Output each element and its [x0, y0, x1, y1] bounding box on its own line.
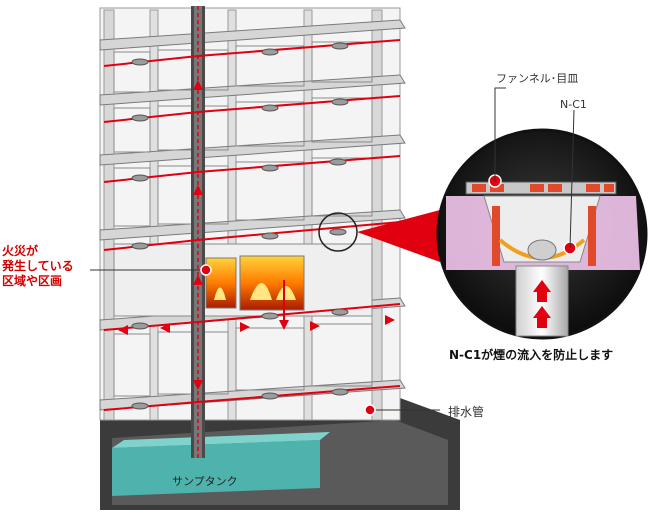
fire-area-line-1: 火災が: [2, 244, 39, 258]
sump-tank: [112, 432, 330, 496]
magnifier: [436, 128, 648, 340]
fire-room: [113, 243, 373, 317]
smoke-arrows: [118, 80, 395, 390]
drain-pipe-label: 排水管: [448, 405, 485, 419]
rooms: [113, 41, 373, 397]
leader-lines: [90, 87, 575, 411]
fire-pointer-dot: [200, 264, 212, 276]
pipe-pointer-dot: [364, 404, 376, 416]
stack-pipe: [191, 6, 205, 458]
funnel-label: ファンネル･目皿: [496, 72, 579, 85]
fire-area-line-2: 発生している: [2, 259, 74, 273]
nc1-caption: N-C1が煙の流入を防止します: [449, 348, 614, 362]
nc1-label: N-C1: [560, 98, 587, 111]
fire-area-label: 火災が 発生している 区域や区画: [2, 244, 74, 289]
fire-area-line-3: 区域や区画: [2, 274, 63, 288]
sump-tank-label: サンプタンク: [172, 475, 238, 488]
callout-wedge: [357, 210, 440, 262]
floor-drains: [131, 42, 349, 410]
